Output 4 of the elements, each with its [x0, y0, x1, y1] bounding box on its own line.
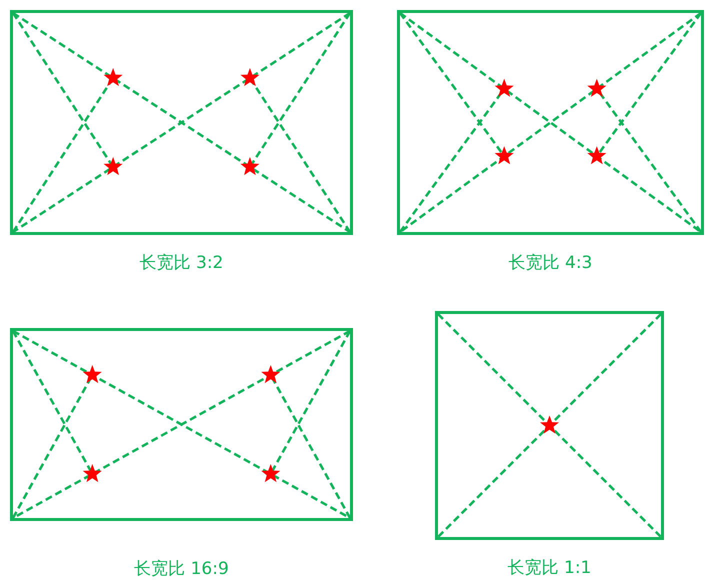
- aspect-ratio-caption: 长宽比 16:9: [134, 558, 229, 580]
- aspect-ratio-caption: 长宽比 4:3: [508, 252, 592, 274]
- aspect-ratio-caption: 长宽比 3:2: [140, 252, 224, 274]
- aspect-ratio-caption: 长宽比 1:1: [508, 557, 592, 579]
